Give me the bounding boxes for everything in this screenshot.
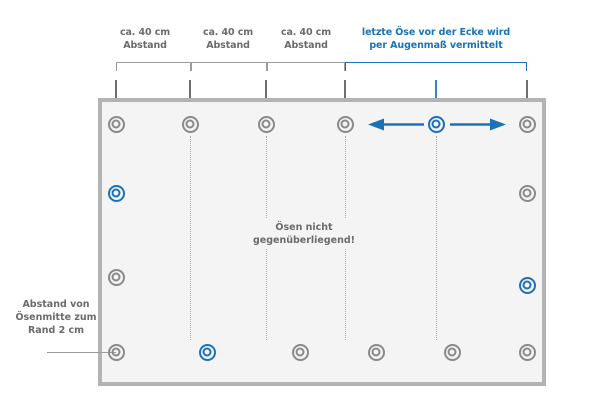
grommet-bottom-1 (107, 343, 125, 361)
grommet-bottom-2 (198, 343, 216, 361)
guide-line-1 (190, 136, 192, 340)
dimension-label-3: ca. 40 cm Abstand (280, 27, 332, 51)
tick-mark-6 (526, 80, 528, 102)
grommet-top-2 (181, 115, 199, 133)
tick-mark-5 (435, 80, 437, 102)
arrow-right-icon (450, 118, 506, 131)
dimension-label-2: ca. 40 cm Abstand (202, 27, 254, 51)
tick-mark-1 (115, 80, 117, 102)
grommet-top-1 (107, 115, 125, 133)
tick-mark-3 (265, 80, 267, 102)
grommet-top-4 (336, 115, 354, 133)
dimension-label-corner-estimate: letzte Öse vor der Ecke wird per Augenma… (361, 27, 511, 51)
leader-line (47, 352, 116, 353)
grommet-bottom-6 (518, 343, 536, 361)
dimension-label-1: ca. 40 cm Abstand (119, 27, 171, 51)
grommet-bottom-3 (291, 343, 309, 361)
grommet-right-2 (518, 184, 536, 202)
grommet-left-3 (107, 268, 125, 286)
grommet-bottom-5 (443, 343, 461, 361)
grommet-top-3 (257, 115, 275, 133)
grommet-bottom-4 (367, 343, 385, 361)
grommet-left-2 (107, 184, 125, 202)
grommet-top-5 (427, 115, 445, 133)
bracket-span-corner (345, 62, 527, 71)
grommet-top-6 (518, 115, 536, 133)
bracket-span-3 (267, 62, 345, 71)
guide-line-4 (436, 136, 438, 340)
bracket-span-2 (191, 62, 267, 71)
center-note: Ösen nicht gegenüberliegend! (230, 219, 378, 249)
arrow-left-icon (368, 118, 424, 131)
tick-mark-2 (189, 80, 191, 102)
bracket-span-1 (116, 62, 191, 71)
tick-mark-4 (344, 80, 346, 102)
edge-distance-label: Abstand von Ösenmitte zum Rand 2 cm (15, 299, 97, 336)
grommet-right-3 (518, 276, 536, 294)
